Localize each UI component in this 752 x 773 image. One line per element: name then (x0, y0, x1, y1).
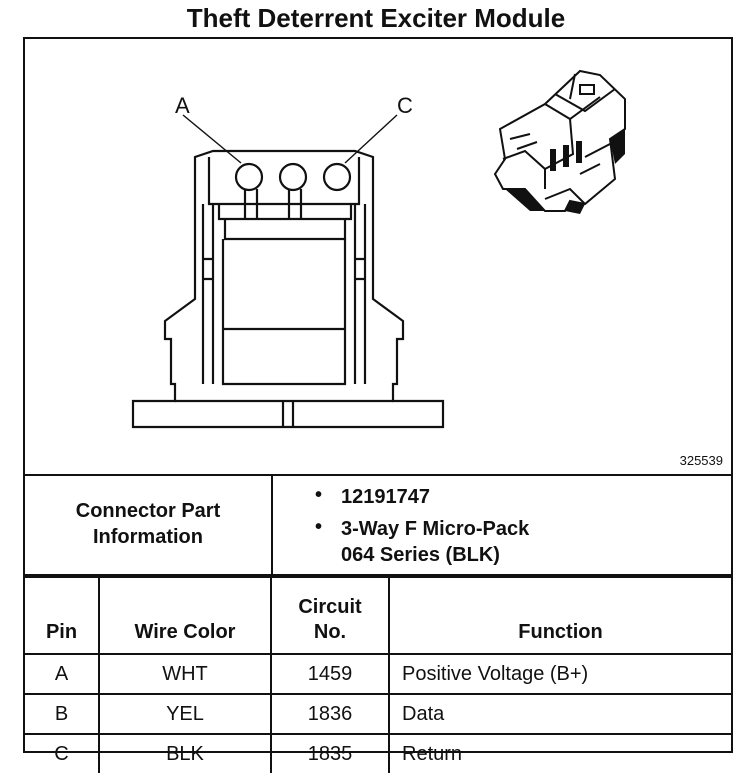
connector-sheet: A C 325539 Connector Part Information • … (23, 37, 733, 773)
table-row: B YEL 1836 Data (25, 693, 731, 735)
leader-line-c (344, 114, 398, 164)
pin-cavity-b (278, 162, 308, 192)
circuit-cell: 1459 (270, 653, 390, 695)
connector-info: Connector Part Information • 12191747 • … (25, 474, 731, 576)
wire-color-cell: YEL (98, 693, 272, 735)
connector-drawing: A C (131, 69, 626, 429)
function-cell: Data (388, 693, 731, 735)
table-row: C BLK 1835 Return (25, 733, 731, 773)
pin-cavities (234, 162, 352, 192)
pinout-header-row: Pin Wire Color Circuit No. Function (25, 576, 731, 655)
pin-cell: B (25, 693, 100, 735)
connector-info-values: • 12191747 • 3-Way F Micro-Pack 064 Seri… (273, 474, 731, 574)
page-title: Theft Deterrent Exciter Module (186, 3, 566, 33)
pin-cavity-a (234, 162, 264, 192)
bullet-icon: • (315, 484, 323, 506)
header-wire-color: Wire Color (98, 576, 272, 655)
header-circuit-line2: No. (313, 621, 347, 643)
circuit-cell: 1835 (270, 733, 390, 773)
pin-cell: C (25, 733, 100, 773)
connector-diagram: A C 325539 (25, 39, 731, 476)
header-pin: Pin (25, 576, 100, 655)
wire-color-cell: BLK (98, 733, 272, 773)
reference-number: 325539 (679, 453, 723, 468)
function-cell: Return (388, 733, 731, 773)
wire-color-cell: WHT (98, 653, 272, 695)
pin-label-c: C (397, 93, 413, 118)
connector-pictorial-shading (505, 129, 625, 214)
connector-body-outline (131, 149, 445, 429)
function-cell: Positive Voltage (B+) (388, 653, 731, 695)
header-function: Function (388, 576, 731, 655)
bullet-icon: • (315, 516, 323, 538)
connector-description-line1: 3-Way F Micro-Pack (341, 518, 530, 540)
connector-info-label-line1: Connector Part (75, 500, 221, 522)
leader-line-a (182, 114, 242, 164)
pin-cavity-c (322, 162, 352, 192)
header-circuit-line1: Circuit (298, 596, 362, 618)
header-circuit: Circuit No. (270, 576, 390, 655)
connector-info-label: Connector Part Information (25, 474, 273, 574)
connector-description-line2: 064 Series (BLK) (341, 544, 500, 566)
circuit-cell: 1836 (270, 693, 390, 735)
pin-label-a: A (175, 93, 190, 118)
pinout-table: Pin Wire Color Circuit No. Function A WH… (25, 576, 731, 773)
connector-info-label-line2: Information (93, 526, 203, 548)
part-number: 12191747 (341, 486, 430, 508)
pin-cell: A (25, 653, 100, 695)
table-row: A WHT 1459 Positive Voltage (B+) (25, 653, 731, 695)
